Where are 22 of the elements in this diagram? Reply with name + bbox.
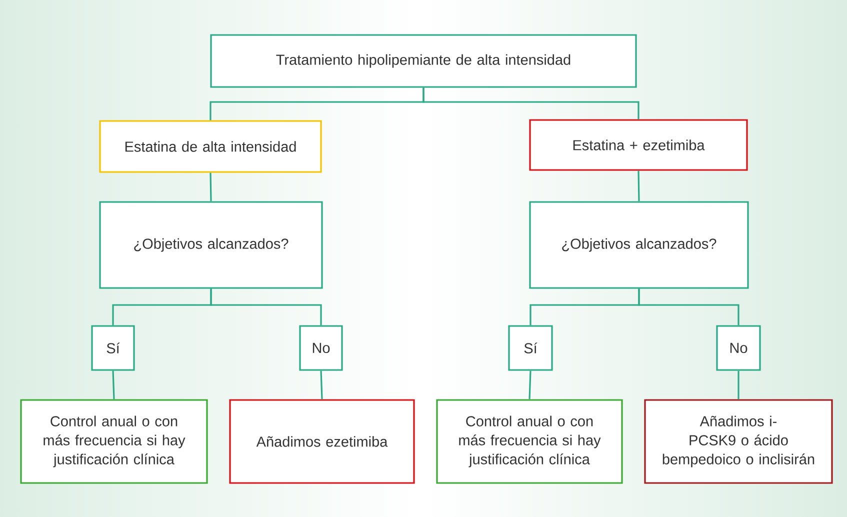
treatment-box: Estatina de alta intensidad: [99, 120, 322, 173]
outcome-box: Añadimos ezetimiba: [229, 399, 415, 484]
option-box: Sí: [508, 325, 553, 371]
decision-box: ¿Objetivos alcanzados?: [529, 201, 749, 289]
connector-line: [112, 370, 115, 400]
process-box: Tratamiento hipolipemiante de alta intensidad: [210, 34, 637, 88]
connector-line: [638, 170, 640, 202]
outcome-box: Añadimos i-PCSK9 o ácido bempedoico o inclisirán: [644, 399, 833, 484]
connector-line: [210, 172, 212, 202]
connector-line: [638, 288, 740, 326]
outcome-box: Control anual o con más frecuencia si hay justificación clínica: [20, 399, 208, 484]
connector-line: [210, 288, 322, 326]
connector-line: [738, 370, 740, 400]
option-box: No: [716, 325, 761, 371]
decision-box: ¿Objetivos alcanzados?: [99, 201, 323, 289]
treatment-box: Estatina + ezetimiba: [529, 119, 748, 171]
connector-line: [320, 370, 323, 400]
connector-line: [422, 88, 640, 120]
outcome-box: Control anual o con más frecuencia si hay justificación clínica: [436, 399, 623, 484]
option-box: Sí: [91, 325, 135, 371]
connector-line: [528, 370, 532, 400]
option-box: No: [299, 325, 343, 371]
